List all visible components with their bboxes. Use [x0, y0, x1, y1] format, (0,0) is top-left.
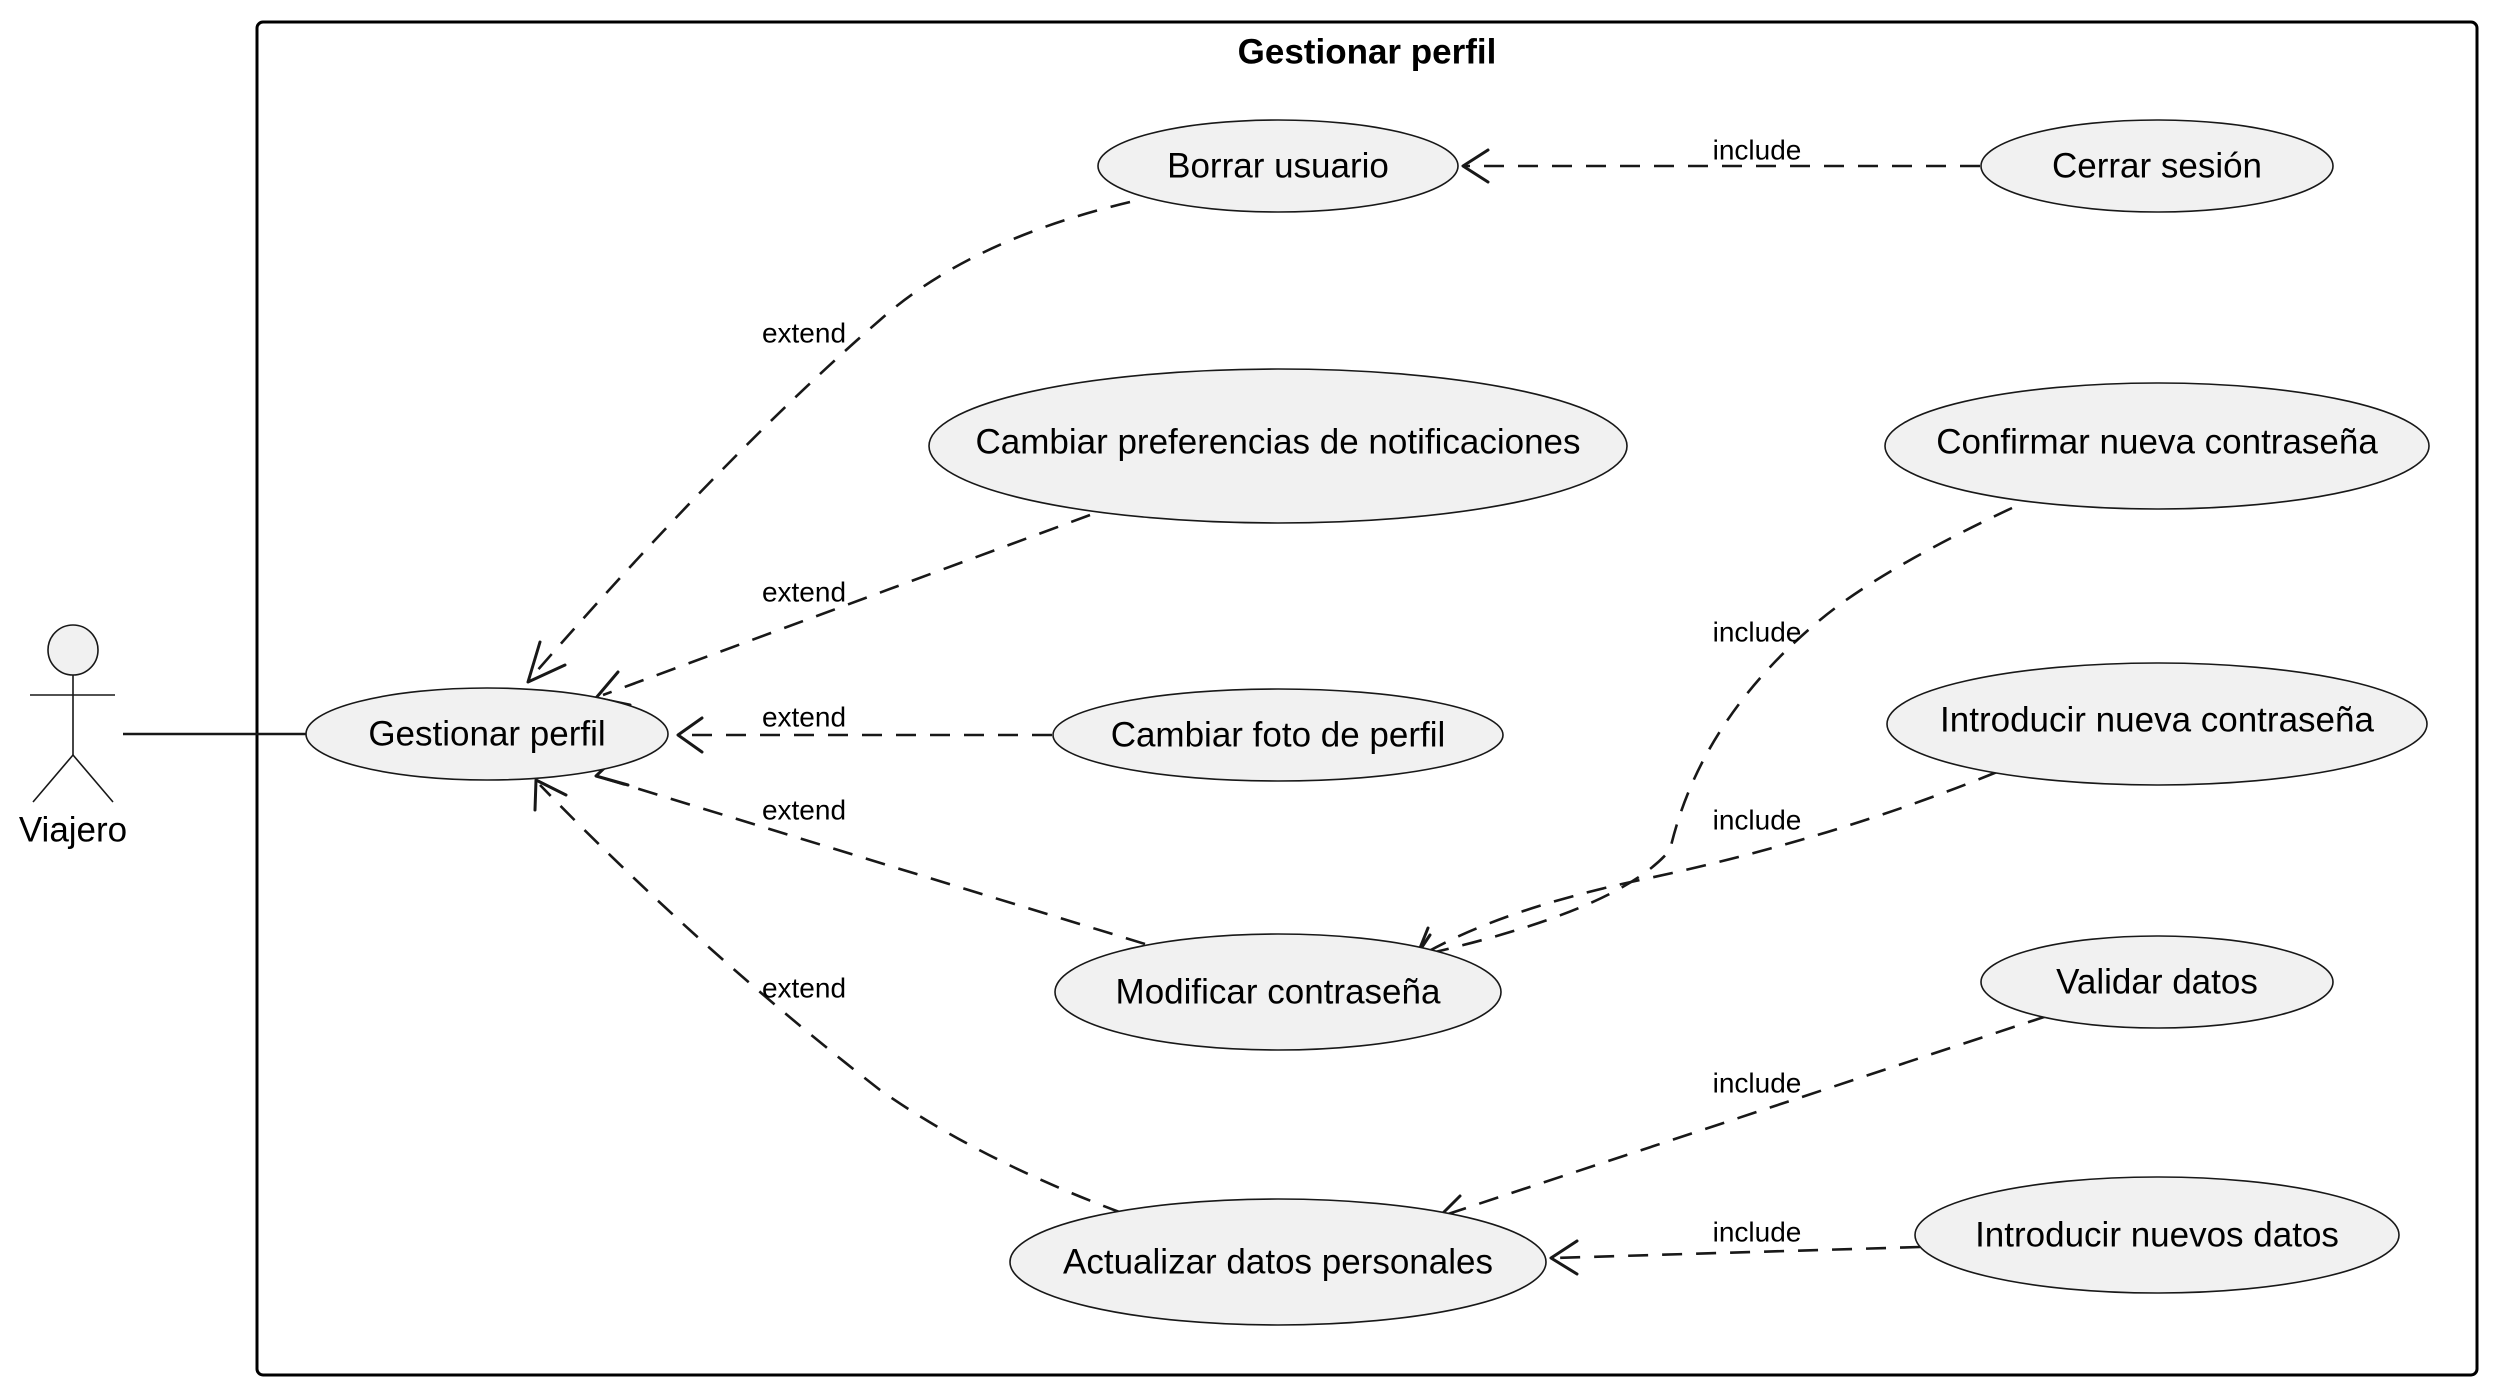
- use-case-label: Introducir nuevos datos: [1975, 1216, 2339, 1255]
- relation-label: include: [1713, 1068, 1802, 1099]
- use-case-shape: [1914, 1176, 2400, 1294]
- use-case-shape: [1097, 119, 1459, 213]
- use-case-shape: [1980, 119, 2334, 213]
- use-case-label: Gestionar perfil: [368, 715, 605, 754]
- use-case-shape: [305, 687, 669, 781]
- actor-left-leg: [32, 754, 74, 803]
- relation-validar-actualizar: [1444, 1014, 2048, 1217]
- use-case-label: Introducir nueva contraseña: [1940, 701, 2374, 740]
- use-case-shape: [1980, 935, 2334, 1029]
- use-case-confirmar-contrasena[interactable]: Confirmar nueva contraseña: [1884, 382, 2430, 510]
- arrowhead-actualizar-gestionar: [533, 778, 568, 812]
- use-case-shape: [1884, 382, 2430, 510]
- relation-label: extend: [762, 973, 846, 1004]
- use-case-label: Cambiar foto de perfil: [1111, 716, 1446, 755]
- relation-label: include: [1713, 805, 1802, 836]
- use-case-shape: [928, 368, 1628, 524]
- relation-introducir-datos-actualizar: [1552, 1245, 1921, 1260]
- use-case-cambiar-preferencias[interactable]: Cambiar preferencias de notificaciones: [928, 368, 1628, 524]
- use-case-actualizar-datos[interactable]: Actualizar datos personales: [1009, 1198, 1547, 1326]
- arrowhead-borrar-gestionar: [526, 640, 567, 684]
- relation-label: extend: [762, 702, 846, 733]
- actor-right-leg: [72, 754, 114, 803]
- use-case-label: Borrar usuario: [1167, 147, 1389, 186]
- arrowhead-foto-gestionar: [676, 716, 704, 754]
- arrowhead-introducir-datos-actualizar: [1549, 1239, 1579, 1276]
- use-case-validar-datos[interactable]: Validar datos: [1980, 935, 2334, 1029]
- relation-notif-gestionar: [602, 513, 1091, 697]
- relation-modificar-gestionar: [602, 776, 1146, 946]
- system-boundary: [255, 20, 2479, 1377]
- use-case-cambiar-foto[interactable]: Cambiar foto de perfil: [1052, 688, 1504, 782]
- relation-borrar-gestionar: [535, 200, 1131, 673]
- relation-labels: extend extend extend extend extend inclu…: [762, 135, 1801, 1248]
- relation-label: include: [1713, 135, 1802, 166]
- relation-actualizar-gestionar: [539, 784, 1123, 1215]
- use-case-gestionar-perfil[interactable]: Gestionar perfil: [305, 687, 669, 781]
- actor-viajero[interactable]: Viajero: [19, 624, 127, 850]
- use-case-shape: [1052, 688, 1504, 782]
- use-case-label: Cerrar sesión: [2052, 147, 2262, 186]
- use-case-cerrar-sesion[interactable]: Cerrar sesión: [1980, 119, 2334, 213]
- use-case-label: Validar datos: [2056, 963, 2258, 1002]
- use-case-shape: [1886, 662, 2428, 786]
- use-case-shape: [1054, 933, 1502, 1051]
- use-case-label: Confirmar nueva contraseña: [1936, 423, 2378, 462]
- use-case-borrar-usuario[interactable]: Borrar usuario: [1097, 119, 1459, 213]
- use-case-label: Cambiar preferencias de notificaciones: [975, 423, 1580, 462]
- relation-confirmar-modificar: [1421, 506, 2013, 957]
- use-case-modificar-contrasena[interactable]: Modificar contraseña: [1054, 933, 1502, 1051]
- use-case-introducir-datos[interactable]: Introducir nuevos datos: [1914, 1176, 2400, 1294]
- use-case-label: Actualizar datos personales: [1063, 1243, 1493, 1282]
- relations: [535, 164, 2048, 1260]
- relation-label: include: [1713, 617, 1802, 648]
- use-case-introducir-contrasena[interactable]: Introducir nueva contraseña: [1886, 662, 2428, 786]
- relation-label: extend: [762, 577, 846, 608]
- relation-introducir-pw-modificar: [1421, 770, 1998, 957]
- system-title: Gestionar perfil: [1238, 33, 1497, 72]
- actor-head: [47, 624, 99, 676]
- relation-label: extend: [762, 795, 846, 826]
- use-case-shape: [1009, 1198, 1547, 1326]
- use-case-label: Modificar contraseña: [1116, 973, 1441, 1012]
- relation-label: include: [1713, 1217, 1802, 1248]
- arrowhead-cerrar-borrar: [1461, 148, 1490, 184]
- actor-name: Viajero: [19, 811, 127, 850]
- relation-label: extend: [762, 318, 846, 349]
